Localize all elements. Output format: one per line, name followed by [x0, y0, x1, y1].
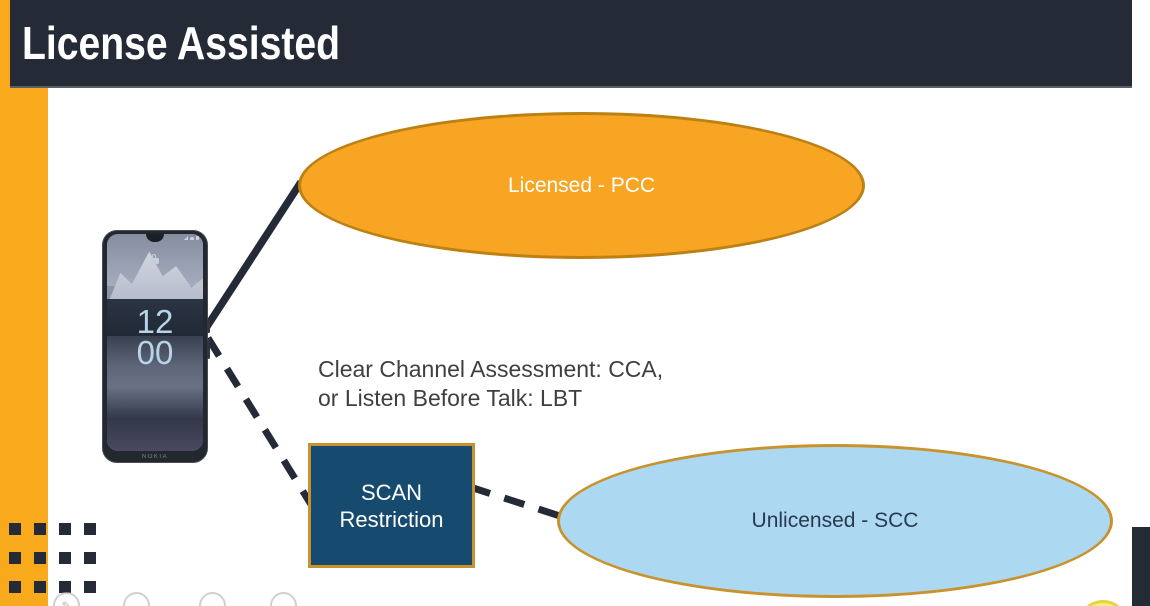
smartphone: 12 00 NOKIA [102, 230, 210, 463]
unlicensed-scc-ellipse: Unlicensed - SCC [557, 444, 1113, 598]
dot-square [84, 552, 96, 564]
yellow-shape-decoration [1080, 600, 1126, 606]
right-edge-bar [1132, 527, 1150, 606]
dashed-connector-phone-to-scan [205, 336, 315, 508]
unlicensed-scc-label: Unlicensed - SCC [751, 509, 919, 532]
phone-screen: 12 00 [107, 234, 203, 451]
dot-square [84, 581, 96, 593]
clock-minutes: 00 [136, 334, 174, 371]
cca-lbt-note: Clear Channel Assessment: CCA, or Listen… [318, 355, 663, 413]
scan-restriction-box: SCAN Restriction [308, 443, 475, 568]
dot-square [34, 581, 46, 593]
lock-icon [151, 254, 159, 264]
power-button [207, 339, 210, 359]
dot-square [9, 552, 21, 564]
page-title: License Assisted [22, 17, 341, 69]
wallpaper-water [107, 335, 203, 451]
wallpaper-forest [107, 299, 203, 336]
left-accent-band [0, 88, 48, 606]
solid-connector-phone-to-licensed [202, 179, 305, 331]
scan-box-line-2: Restriction [339, 506, 444, 532]
scan-box-line-1: SCAN [360, 479, 423, 505]
dot-square [59, 581, 71, 593]
phone-notch [146, 234, 164, 242]
pencil-icon: ✎ [61, 598, 72, 606]
dot-square [9, 523, 21, 535]
lock-screen-clock: 12 00 [107, 303, 203, 371]
dot-square [59, 523, 71, 535]
watermark-pencil-button[interactable]: ✎ [53, 592, 80, 606]
phone-brand-label: NOKIA [141, 454, 169, 460]
status-icons [184, 236, 199, 240]
signal-icon [184, 236, 188, 240]
note-line-1: Clear Channel Assessment: CCA, [318, 356, 664, 382]
watermark-button[interactable] [270, 592, 297, 606]
wifi-icon [190, 236, 194, 240]
slide-header: License Assisted [10, 0, 1132, 88]
licensed-pcc-label: Licensed - PCC [507, 173, 656, 197]
dot-square [34, 552, 46, 564]
volume-button [207, 319, 210, 333]
watermark-button[interactable] [199, 592, 226, 606]
dot-square [9, 581, 21, 593]
note-line-2: or Listen Before Talk: LBT [318, 385, 583, 411]
licensed-pcc-ellipse: Licensed - PCC [298, 112, 865, 259]
clock-hours: 12 [136, 303, 174, 340]
dot-square [34, 523, 46, 535]
dot-square [59, 552, 71, 564]
left-accent-strip [0, 0, 10, 88]
watermark-button[interactable] [123, 592, 150, 606]
dot-grid-decoration [9, 523, 96, 593]
battery-icon [196, 236, 199, 240]
dashed-connector-scan-to-unlicensed [468, 483, 562, 520]
dot-square [84, 523, 96, 535]
